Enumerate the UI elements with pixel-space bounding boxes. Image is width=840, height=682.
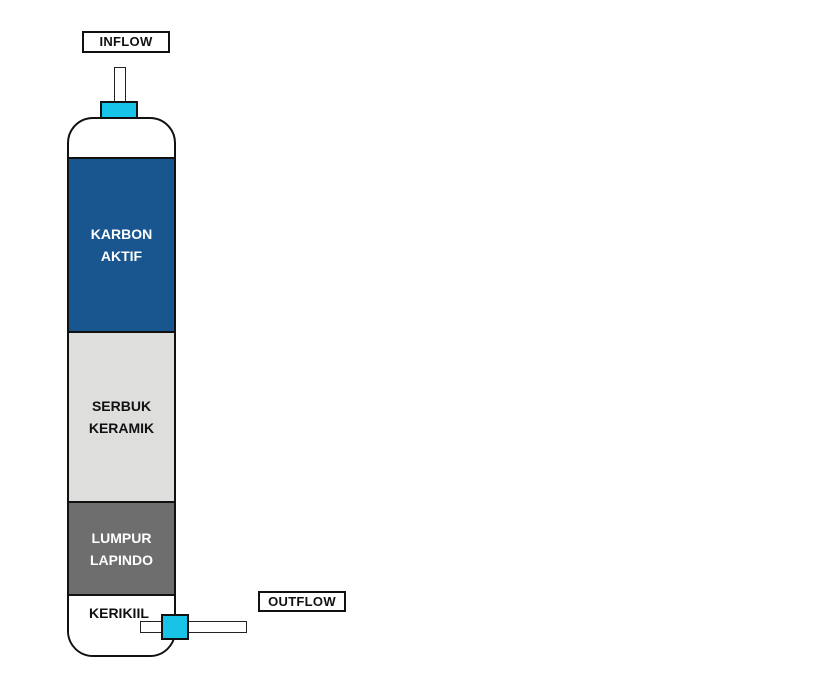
outflow-label: OUTFLOW: [258, 591, 346, 612]
filter-column: KARBON AKTIF SERBUK KERAMIK LUMPUR LAPIN…: [67, 117, 176, 657]
outflow-valve: [161, 614, 189, 640]
layer-lumpur-lapindo-label: LUMPUR LAPINDO: [90, 529, 153, 568]
layer-karbon-aktif-label: KARBON AKTIF: [90, 226, 153, 264]
layer-lumpur-lapindo: LUMPUR LAPINDO: [69, 501, 174, 594]
layer-kerikil-label: KERIKIIL: [89, 605, 149, 621]
layer-serbuk-keramik-label: SERBUK KERAMIK: [88, 398, 155, 436]
outflow-pipe: [140, 621, 247, 633]
layer-karbon-aktif: KARBON AKTIF: [69, 157, 174, 331]
layer-serbuk-keramik: SERBUK KERAMIK: [69, 331, 174, 501]
inflow-label: INFLOW: [82, 31, 170, 53]
